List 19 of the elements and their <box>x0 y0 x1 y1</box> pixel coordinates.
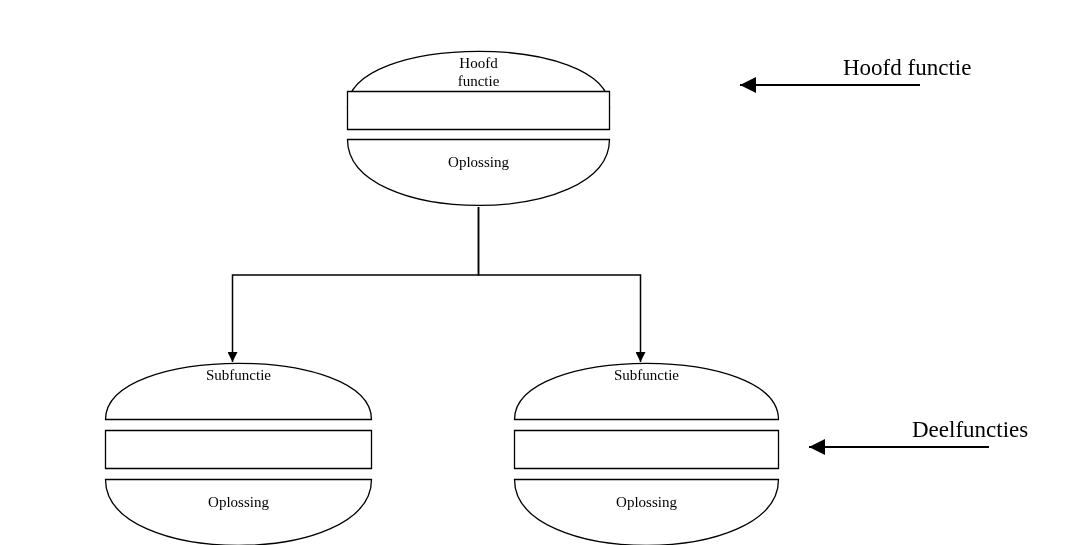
bowl-shape <box>105 479 372 545</box>
arrow <box>739 77 921 93</box>
annotation-text: Hoofd functie <box>843 54 972 82</box>
arrow <box>477 206 646 363</box>
bowl-shape <box>514 479 779 545</box>
function-label: Oplossing <box>615 493 678 511</box>
annotation-text: Deelfuncties <box>912 416 1029 444</box>
dome-shape <box>514 362 779 420</box>
dome-shape <box>105 362 372 420</box>
arrow <box>808 439 990 455</box>
bar-shape <box>514 430 779 469</box>
function-label: Hoofd functie <box>456 54 501 90</box>
function-label: Subfunctie <box>613 366 680 384</box>
function-label: Oplossing <box>447 153 510 171</box>
bar-shape <box>347 91 610 130</box>
function-label: Subfunctie <box>205 366 272 384</box>
bar-shape <box>105 430 372 469</box>
function-label: Oplossing <box>207 493 270 511</box>
bowl-shape <box>347 139 610 207</box>
